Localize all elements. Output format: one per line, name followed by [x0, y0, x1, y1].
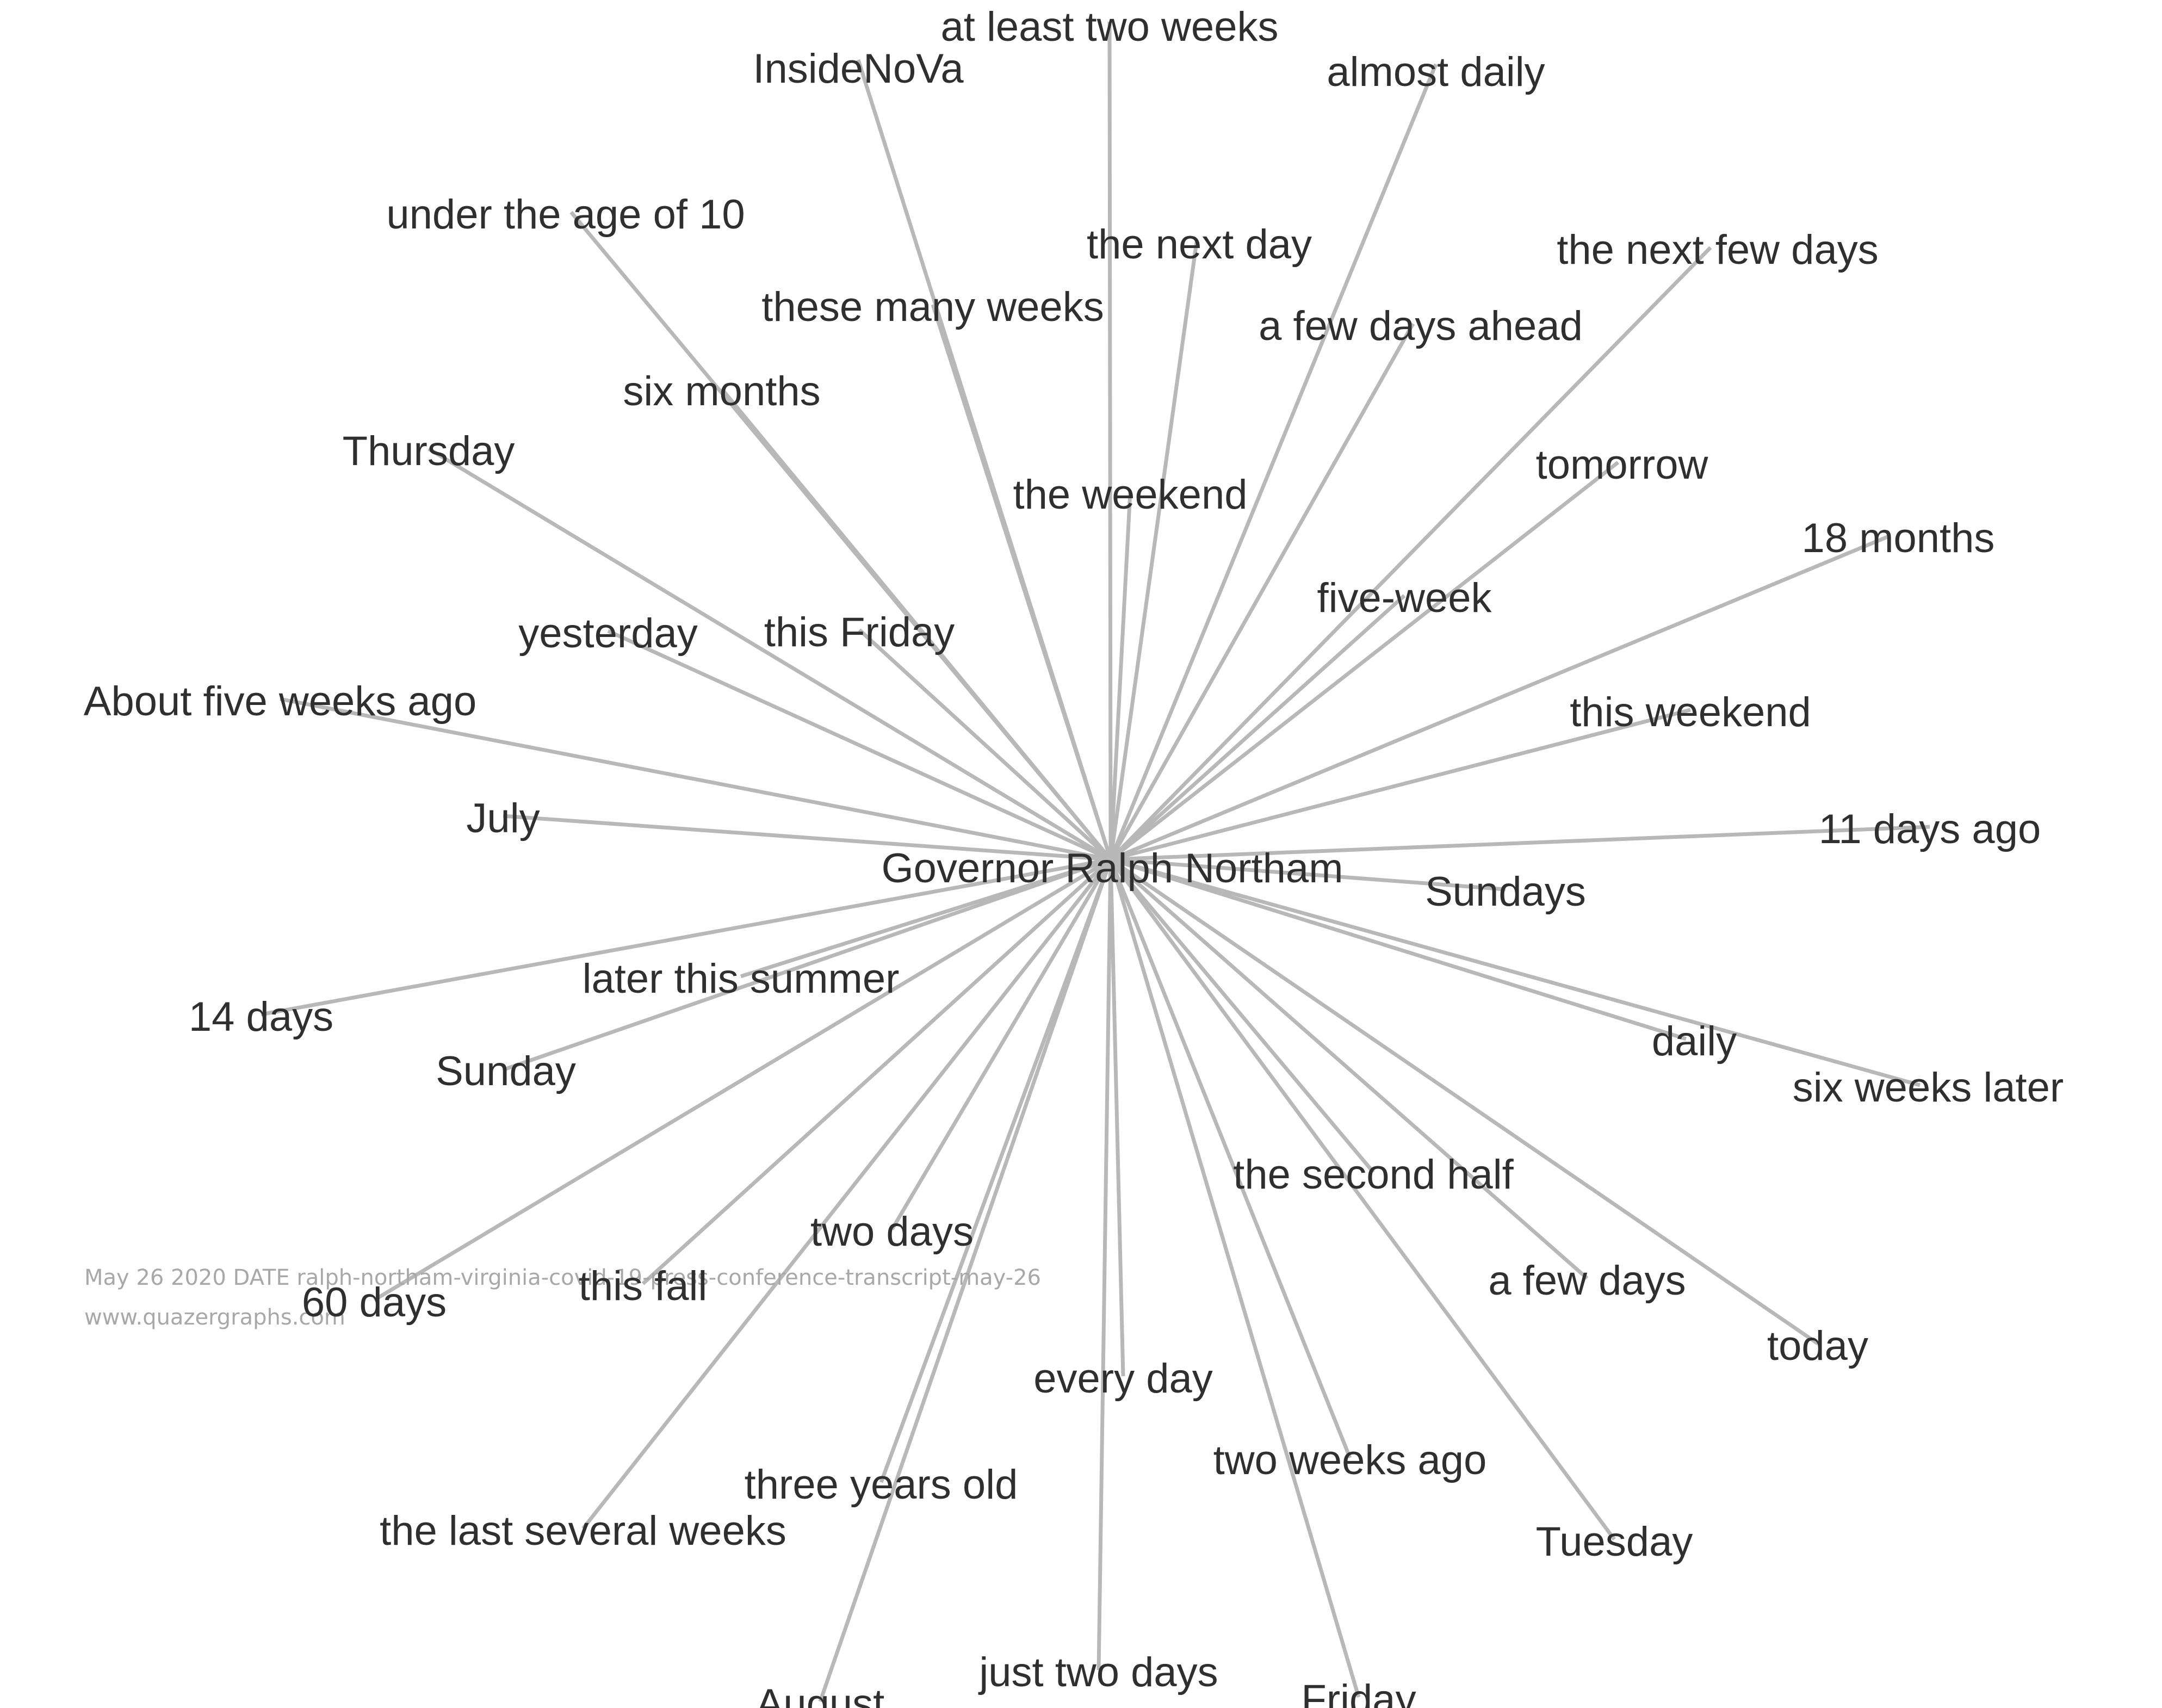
node-label-n24: daily — [1652, 1018, 1737, 1065]
edge-hub-n3 — [1108, 63, 1438, 861]
edge-hub-n28 — [890, 858, 1113, 1230]
node-label-n13: 18 months — [1802, 515, 1995, 561]
node-label-n12: the weekend — [1013, 472, 1248, 518]
edge-hub-n10 — [428, 447, 1112, 861]
node-label-n25: Sunday — [436, 1048, 576, 1094]
node-label-n8: a few days ahead — [1259, 303, 1583, 349]
node-label-n40: August — [756, 1681, 885, 1708]
edge-hub-n15 — [607, 629, 1112, 862]
edge-hub-n32 — [1110, 858, 1819, 1345]
node-label-n27: the second half — [1233, 1152, 1514, 1198]
edge-hub-n27 — [1109, 858, 1375, 1174]
node-label-n11: tomorrow — [1536, 442, 1709, 488]
node-label-n18: this weekend — [1570, 689, 1811, 735]
edge-hub-n11 — [1109, 461, 1620, 861]
node-label-n23: 14 days — [189, 994, 333, 1040]
node-label-n1: at least two weeks — [941, 4, 1279, 50]
edge-hub-n9 — [720, 387, 1112, 861]
node-label-n37: Tuesday — [1536, 1519, 1693, 1565]
node-label-n31: this fall — [579, 1263, 708, 1309]
edge-hub-n18 — [1110, 708, 1691, 862]
edge-hub-n13 — [1110, 534, 1891, 862]
edge-hub-n8 — [1108, 323, 1415, 861]
edge-hub-n31 — [641, 858, 1112, 1285]
node-label-n28: two days — [810, 1209, 974, 1255]
edge-hub-n19 — [503, 814, 1111, 862]
node-label-n9: six months — [623, 368, 820, 414]
edge-hub-n1 — [1107, 21, 1113, 860]
node-label-n26: six weeks later — [1793, 1065, 2064, 1111]
node-label-n19: July — [466, 795, 540, 841]
edge-hub-n40 — [818, 858, 1113, 1703]
edge-hub-n29 — [1109, 858, 1589, 1280]
caption-website: www.quazergraphs.com — [84, 1305, 345, 1330]
edge-hub-n35 — [879, 858, 1113, 1483]
node-label-n14: five-week — [1317, 575, 1492, 621]
node-label-n29: a few days — [1488, 1258, 1686, 1304]
node-label-n3: almost daily — [1327, 49, 1545, 95]
node-label-n33: every day — [1033, 1356, 1213, 1402]
node-label-n21: Sundays — [1425, 869, 1586, 915]
edge-hub-n25 — [505, 857, 1112, 1071]
node-label-n5: the next day — [1087, 221, 1312, 268]
edge-hub-n37 — [1109, 858, 1616, 1541]
edge-hub-n34 — [1108, 858, 1352, 1459]
edge-hub-n14 — [1109, 594, 1406, 861]
node-label-n16: this Friday — [764, 609, 955, 655]
node-label-n30: 60 days — [302, 1279, 447, 1326]
caption: May 26 2020 DATE ralph-northam-virginia-… — [84, 1265, 1041, 1330]
edge-hub-n17 — [280, 697, 1111, 862]
edge-hub-n33 — [1108, 859, 1125, 1377]
edge-hub-n7 — [931, 304, 1113, 861]
node-label-n7: these many weeks — [761, 284, 1104, 330]
hub: Governor Ralph Northam — [881, 845, 1343, 892]
edge-hub-n23 — [261, 857, 1111, 1017]
node-label-n15: yesterday — [518, 610, 698, 657]
node-label-n36: the last several weeks — [380, 1508, 786, 1554]
hub-label: Governor Ralph Northam — [881, 845, 1343, 892]
node-label-n2: InsideNoVa — [753, 46, 964, 92]
edge-hub-n30 — [373, 857, 1112, 1302]
edge-hub-n12 — [1108, 492, 1132, 860]
edge-hub-n24 — [1110, 857, 1687, 1041]
node-label-n39: Friday — [1301, 1676, 1416, 1708]
caption-source-line: May 26 2020 DATE ralph-northam-virginia-… — [84, 1265, 1041, 1290]
edge-hub-n16 — [858, 628, 1112, 861]
node-label-n10: Thursday — [343, 428, 515, 474]
edge-hub-n5 — [1108, 242, 1199, 860]
node-label-n34: two weeks ago — [1213, 1437, 1487, 1483]
node-label-n22: later this summer — [583, 956, 900, 1002]
edge-hub-n38 — [1097, 859, 1113, 1670]
node-label-n38: just two days — [978, 1649, 1218, 1695]
node-label-n32: today — [1767, 1323, 1868, 1369]
node-label-n35: three years old — [745, 1462, 1018, 1508]
node-label-n20: 11 days ago — [1819, 806, 2041, 852]
edge-hub-n20 — [1110, 825, 1930, 862]
edge-hub-n26 — [1110, 857, 1921, 1087]
node-label-n6: the next few days — [1557, 227, 1878, 273]
node-label-n4: under the age of 10 — [386, 191, 745, 238]
edge-hub-n39 — [1108, 859, 1361, 1698]
edge-hub-n21 — [1110, 857, 1506, 892]
edge-hub-n36 — [581, 858, 1112, 1530]
edge-hub-n6 — [1109, 246, 1712, 861]
node-label-n17: About five weeks ago — [84, 678, 476, 725]
edges — [261, 21, 1930, 1703]
